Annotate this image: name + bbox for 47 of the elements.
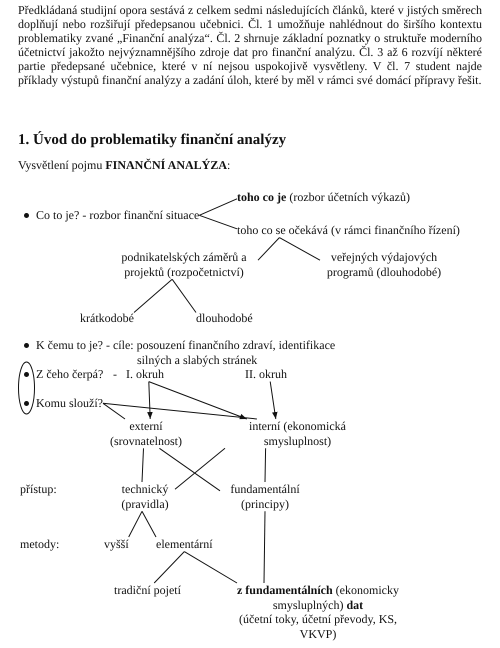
connector-line <box>134 278 173 313</box>
term-text: podnikatelských záměrů a projektů (rozpočetnictví) <box>110 250 258 280</box>
intro-paragraph: Předkládaná studijní opora sestává z celkem sedmi následujících článků, které v jistých směrech doplňují nebo rozšiřují předepsanou učebnici. Čl. 1 umožňuje nahlédnout do širšího kontextu problematiky zvané „Finanční analýza“. Čl. 2 shrnuje základní poznatky o struktuře moderního účetnictví jakožto nejvýznamnějšího zdroje dat pro finanční analýzu. Čl. 3 až 6 rozvíjí některé partie předepsané učebnice, které v ní nejsou uspokojivě vysvětleny. V čl. 7 student najde příklady výstupů finanční analýzy a zadání úloh, které by měl v rámci své domácí přípravy řešit. <box>18 4 482 88</box>
connector-line <box>142 448 144 482</box>
arrow <box>148 381 248 420</box>
term-text: toho co je (rozbor účetních výkazů) <box>237 190 410 205</box>
arrow <box>147 381 153 420</box>
connector-line <box>154 551 185 584</box>
term-text: Co to je? - rozbor finanční situace <box>36 208 200 223</box>
term-text: II. okruh <box>245 367 287 382</box>
term-text: vyšší <box>104 537 129 552</box>
term-text: I. okruh <box>126 367 164 382</box>
connector-line <box>278 237 320 261</box>
connector-line <box>264 510 266 584</box>
dash-text: - <box>113 367 118 382</box>
bullet-text: K čemu to je? - cíle: posouzení finančního zdraví, identifikace silných a slabých stránek <box>36 338 336 368</box>
connector-line <box>264 448 266 482</box>
connector-line <box>102 402 258 420</box>
term-text: Z čeho čerpá? <box>36 367 104 382</box>
connector-line <box>102 402 126 420</box>
connector-line <box>198 198 238 216</box>
connector-line <box>258 237 280 261</box>
arrow <box>270 381 278 420</box>
term-text: toho co se očekává (v rámci finančního řízení) <box>237 223 460 238</box>
term-text: technický (pravidla) <box>115 482 175 512</box>
section-text: Vysvětlení pojmu FINANČNÍ ANALÝZA: <box>18 158 232 173</box>
term-text: krátkodobé <box>80 311 134 326</box>
term-text: Komu slouží? <box>36 396 103 411</box>
term-text: interní (ekonomická smysluplnost) <box>225 419 370 448</box>
row-label: metody: <box>20 537 60 552</box>
term-text: dlouhodobé <box>196 311 253 326</box>
term-text: fundamentální (principy) <box>220 482 310 512</box>
connector-line <box>142 510 156 538</box>
connector-line <box>172 278 196 313</box>
row-label: přístup: <box>20 482 58 497</box>
connector-line <box>184 551 238 584</box>
connector-line <box>128 510 142 538</box>
connector-line <box>198 214 238 230</box>
term-text: z fundamentálních (ekonomicky smysluplných) dat <box>236 583 400 612</box>
note-text: (účetní toky, účetní převody, KS, VKVP) <box>238 612 398 642</box>
section-heading: 1. Úvod do problematiky finanční analýzy <box>18 131 286 150</box>
term-text: elementární <box>156 537 213 552</box>
term-text: tradiční pojetí <box>114 583 181 598</box>
connector-line <box>158 448 220 492</box>
connector-line <box>174 448 226 490</box>
term-text: externí (srovnatelnost) <box>104 419 188 448</box>
term-text: veřejných výdajových programů (dlouhodobé) <box>320 250 448 280</box>
